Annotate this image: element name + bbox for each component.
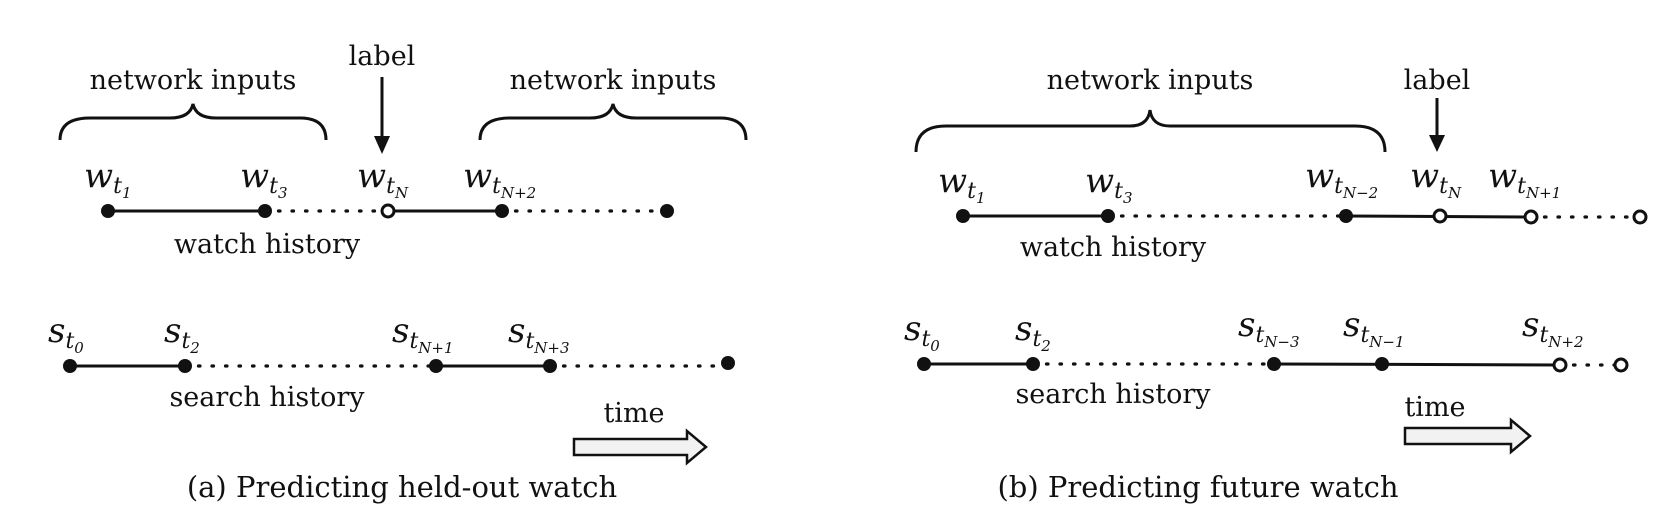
- search-point-future-end: [1613, 357, 1629, 373]
- watch-label-w-tN: wtN: [1410, 156, 1462, 202]
- network-inputs-label-right: network inputs: [510, 65, 717, 96]
- watch-history-label: watch history: [174, 229, 361, 260]
- watch-point-end: [660, 204, 674, 218]
- panel-a: network inputs network inputs label wt1 …: [48, 41, 748, 504]
- search-point: [1026, 357, 1040, 371]
- time-label: time: [1404, 392, 1465, 423]
- time-arrow: [1403, 417, 1532, 455]
- search-label-s-tN-3: stN−3: [1238, 305, 1300, 351]
- brace-b: [914, 109, 1387, 153]
- search-label-s-tN2: stN+2: [1522, 305, 1584, 351]
- panel-b: network inputs label wt1 wt3 wtN−2 wtN w…: [904, 65, 1648, 504]
- search-point: [178, 359, 192, 373]
- label-arrowhead: [1429, 135, 1445, 152]
- watch-point-label: [1432, 208, 1448, 224]
- watch-point: [495, 204, 509, 218]
- search-history-label: search history: [1015, 379, 1211, 410]
- time-arrow: [572, 428, 708, 466]
- watch-point-label: [380, 203, 396, 219]
- watch-point-future: [1523, 209, 1539, 225]
- watch-point: [1339, 209, 1353, 223]
- watch-point: [258, 204, 272, 218]
- search-label-s-tN3: stN+3: [508, 311, 570, 357]
- watch-label-w-t3: wt3: [1085, 161, 1133, 207]
- watch-label-w-tN2: wtN+2: [463, 156, 536, 202]
- caption-a: (a) Predicting held-out watch: [187, 470, 617, 504]
- watch-history-label: watch history: [1020, 232, 1207, 263]
- search-point: [63, 359, 77, 373]
- search-label-s-t0: st0: [48, 311, 84, 357]
- search-label-s-tN1: stN+1: [392, 311, 454, 357]
- watch-point: [1101, 209, 1115, 223]
- search-point: [429, 359, 443, 373]
- search-label-s-t0: st0: [904, 309, 940, 355]
- network-inputs-label: network inputs: [1047, 65, 1254, 96]
- time-label: time: [603, 398, 664, 429]
- label-arrowhead: [374, 136, 390, 154]
- network-inputs-label-left: network inputs: [90, 65, 297, 96]
- watch-label-w-t1: wt1: [938, 161, 986, 207]
- caption-b: (b) Predicting future watch: [997, 470, 1398, 504]
- watch-label-w-t1: wt1: [84, 156, 132, 202]
- search-segment-solid-2: [1273, 362, 1561, 367]
- search-point-future: [1552, 357, 1568, 373]
- search-point: [1267, 357, 1281, 371]
- search-label-s-t2: st2: [164, 311, 200, 357]
- brace-left-a: [58, 103, 328, 141]
- watch-label-w-tN: wtN: [357, 156, 409, 202]
- search-point: [1375, 357, 1389, 371]
- search-label-s-t2: st2: [1015, 309, 1051, 355]
- label-text: label: [349, 41, 416, 72]
- watch-label-w-t3: wt3: [240, 156, 288, 202]
- search-history-label: search history: [169, 382, 365, 413]
- watch-point: [956, 209, 970, 223]
- watch-point-future-end: [1632, 209, 1648, 225]
- watch-label-w-tN-2: wtN−2: [1305, 156, 1378, 202]
- watch-point: [101, 204, 115, 218]
- watch-label-w-tN1: wtN+1: [1488, 156, 1561, 202]
- search-point-end: [721, 356, 735, 370]
- search-point: [917, 357, 931, 371]
- search-label-s-tN-1: stN−1: [1343, 305, 1405, 351]
- label-text: label: [1404, 65, 1471, 96]
- search-point: [543, 359, 557, 373]
- brace-right-a: [478, 103, 748, 141]
